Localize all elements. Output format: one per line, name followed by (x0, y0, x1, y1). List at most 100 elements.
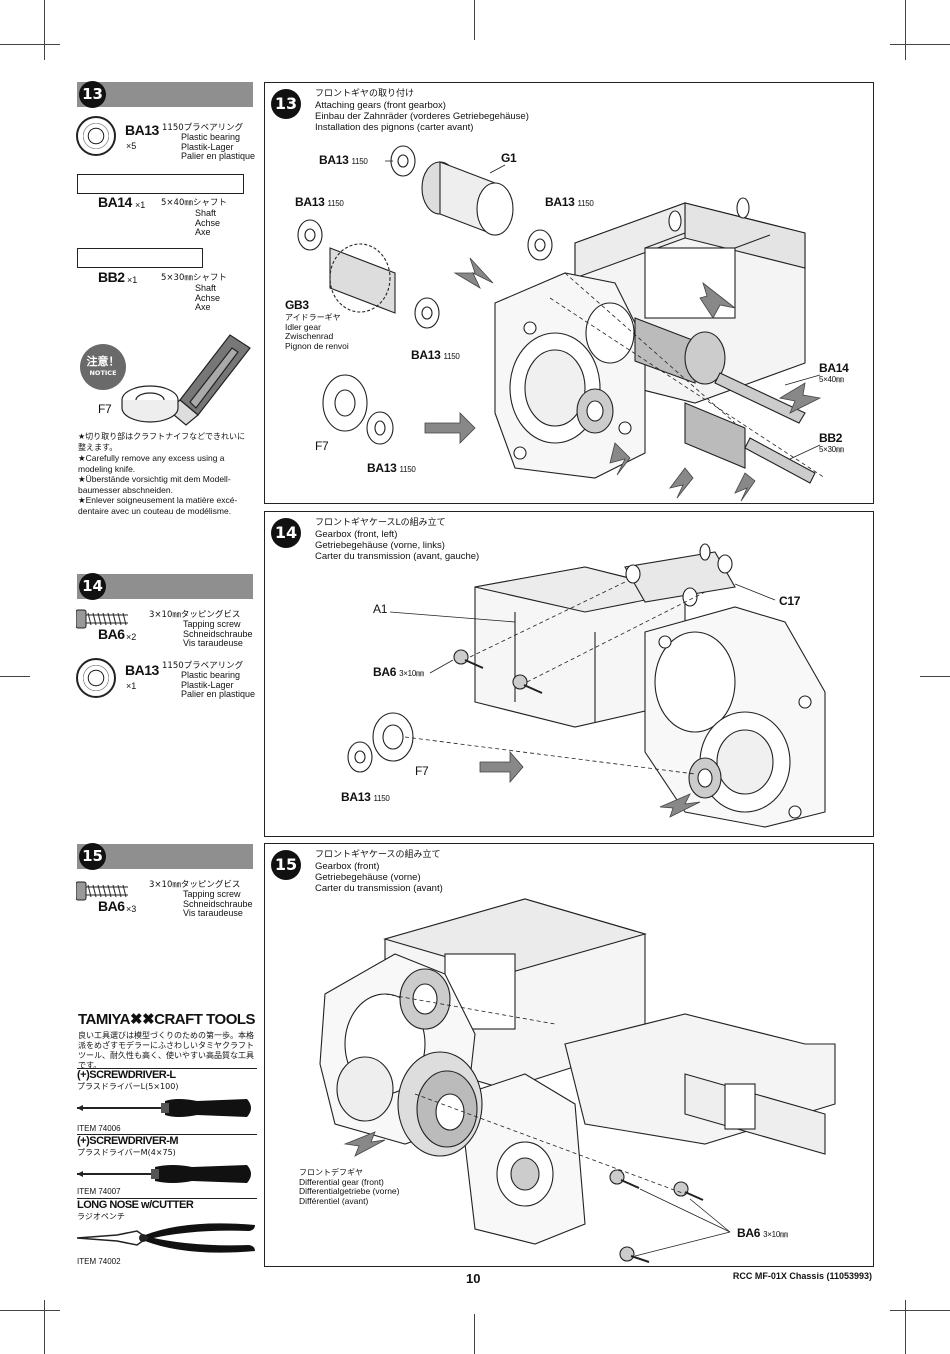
step-15-titles: フロントギヤケースの組み立て Gearbox (front) Getriebeg… (315, 850, 443, 894)
tool-jp: プラスドライバーL(5×100) (77, 1082, 179, 1091)
label-code: BA13 (411, 348, 441, 362)
label-code: BA13 (367, 461, 397, 475)
crop-mark (44, 1300, 45, 1354)
part-de: Plastik-Lager (181, 679, 234, 690)
label-code: BA13 (319, 153, 349, 167)
step-14-titles: フロントギヤケースLの組み立て Gearbox (front, left) Ge… (315, 518, 479, 562)
label-a1: A1 (373, 602, 388, 616)
bearing-icon (76, 658, 116, 698)
notice-line: ★Carefully remove any excess using a (78, 453, 225, 463)
part-ba14-shaft: BA14 ×1 5×40㎜シャフト Shaft Achse Axe (76, 195, 261, 240)
title-fr: Carter du transmission (avant, gauche) (315, 551, 480, 562)
diff-jp: フロントデフギヤ (299, 1168, 363, 1177)
tool-screwdriver-l: (+)SCREWDRIVER-L プラスドライバーL(5×100) ITEM 7… (77, 1068, 257, 1134)
part-de: Schneidschraube (183, 628, 253, 639)
part-fr: Palier en plastique (181, 151, 256, 161)
part-ba6-screw: BA6 ×2 3×10㎜タッピングビス Tapping screw Schnei… (76, 605, 261, 648)
part-qty: ×2 (126, 632, 137, 642)
part-jp: 1150プラベアリング (162, 661, 244, 671)
page-number: 10 (466, 1271, 481, 1286)
part-en: Shaft (195, 208, 217, 218)
step-14-parts-header: 14 (77, 573, 253, 600)
label-ba13: BA13 1150 (295, 195, 344, 209)
label-sub: 1150 (327, 199, 344, 208)
notice-line: dentaire avec un couteau de modélisme. (78, 505, 232, 516)
part-qty: ×1 (127, 275, 138, 285)
tool-name: (+)SCREWDRIVER-L (77, 1069, 176, 1081)
step-15-assembly-illustration (319, 898, 836, 1263)
label-gb3-desc: アイドラーギヤ Idler gear Zwischenrad Pignon de… (285, 313, 349, 351)
title-fr: Installation des pignons (carter avant) (315, 122, 474, 133)
crop-mark (44, 0, 45, 60)
part-qty: ×1 (126, 681, 137, 691)
tool-name: (+)SCREWDRIVER-M (77, 1135, 179, 1147)
part-ba13-bearing: BA13 ×1 1150プラベアリング Plastic bearing Plas… (76, 656, 261, 704)
part-ba6-screw: BA6 ×3 3×10㎜タッピングビス Tapping screw Schnei… (76, 877, 261, 918)
label-ba6: BA6 3×10㎜ (737, 1226, 788, 1240)
part-qty: ×1 (135, 200, 146, 210)
label-code: BA14 (819, 361, 849, 375)
step-15-parts-header: 15 (77, 843, 253, 870)
crop-mark (905, 1300, 906, 1354)
gb3-fr: Pignon de renvoi (285, 340, 349, 351)
part-en: Tapping screw (183, 889, 241, 899)
tool-item-number: ITEM 74006 (77, 1124, 121, 1133)
notice-line: ★切り取り部はクラフトナイフなどできれいに (78, 432, 246, 441)
part-de: Schneidschraube (183, 898, 253, 909)
tool-long-nose-pliers: LONG NOSE w/CUTTER ラジオペンチ ITEM 74002 (77, 1198, 257, 1268)
step-number: 13 (79, 81, 106, 108)
crop-mark (474, 0, 475, 40)
crop-mark (890, 44, 950, 45)
diff-fr: Différentiel (avant) (299, 1195, 369, 1206)
label-gb3: GB3 (285, 298, 309, 312)
title-de: Getriebegehäuse (vorne) (315, 872, 421, 883)
footer-product: RCC MF-01X Chassis (11053993) (732, 1271, 872, 1281)
title-de: Einbau der Zahnräder (vorderes Getriebeg… (315, 111, 529, 122)
step-13-parts-header: 13 (77, 81, 253, 108)
label-code: BA6 (737, 1226, 761, 1240)
step-15-panel: 15 フロントギヤケースの組み立て Gearbox (front) Getrie… (264, 843, 874, 1267)
notice-text: ★切り取り部はクラフトナイフなどできれいに 整えます。 ★Carefully r… (78, 432, 258, 516)
tool-screwdriver-m: (+)SCREWDRIVER-M プラスドライバーM(4×75) ITEM 74… (77, 1134, 257, 1198)
step-number: 14 (79, 573, 106, 600)
notice-line: ★Überstände vorsichtig mit dem Modell- (78, 474, 231, 484)
diff-de: Differentialgetriebe (vorne) (299, 1186, 400, 1196)
step-13-assembly-illustration (297, 145, 826, 502)
label-code: BA13 (545, 195, 575, 209)
label-sub: 5×40㎜ (819, 375, 844, 384)
part-qty: ×3 (126, 904, 137, 914)
pliers-icon (77, 1223, 255, 1253)
part-code: BA6 (98, 626, 125, 642)
screw-icon (76, 609, 128, 629)
screw-icon (76, 881, 128, 901)
crop-mark (0, 676, 30, 677)
part-code: BA6 (98, 898, 125, 914)
crop-mark (890, 1310, 950, 1311)
label-sub: 3×10㎜ (763, 1230, 788, 1239)
label-ba6: BA6 3×10㎜ (373, 665, 424, 679)
part-code: BA13 (125, 662, 159, 678)
craft-tools-description: 良い工具選びは模型づくりのための第一歩。本格派をめざすモデラーにふさわしいタミヤ… (78, 1031, 254, 1070)
part-qty: ×5 (126, 141, 137, 151)
shaft-40-icon (77, 174, 244, 194)
part-en: Plastic bearing (181, 132, 241, 142)
tool-name: LONG NOSE w/CUTTER (77, 1199, 194, 1211)
label-ba13: BA13 1150 (411, 348, 460, 362)
part-de: Plastik-Lager (181, 141, 234, 152)
title-jp: フロントギヤケースLの組み立て (315, 518, 446, 528)
gb3-jp: アイドラーギヤ (285, 313, 341, 322)
notice-line: baumesser abschneiden. (78, 484, 173, 495)
label-diff-gear: フロントデフギヤ Differential gear (front) Diffe… (299, 1168, 399, 1206)
gb3-de: Zwischenrad (285, 331, 334, 341)
notice-part-label: F7 (98, 402, 112, 416)
step-14-assembly-illustration (347, 543, 826, 828)
label-sub: 1150 (399, 465, 416, 474)
notice-line: 整えます。 (78, 442, 118, 452)
tool-jp: ラジオペンチ (77, 1212, 125, 1221)
label-code: BA13 (341, 790, 371, 804)
tool-item-number: ITEM 74002 (77, 1257, 121, 1266)
label-ba13: BA13 1150 (341, 790, 390, 804)
crop-mark (474, 1314, 475, 1354)
screwdriver-icon (77, 1165, 251, 1183)
